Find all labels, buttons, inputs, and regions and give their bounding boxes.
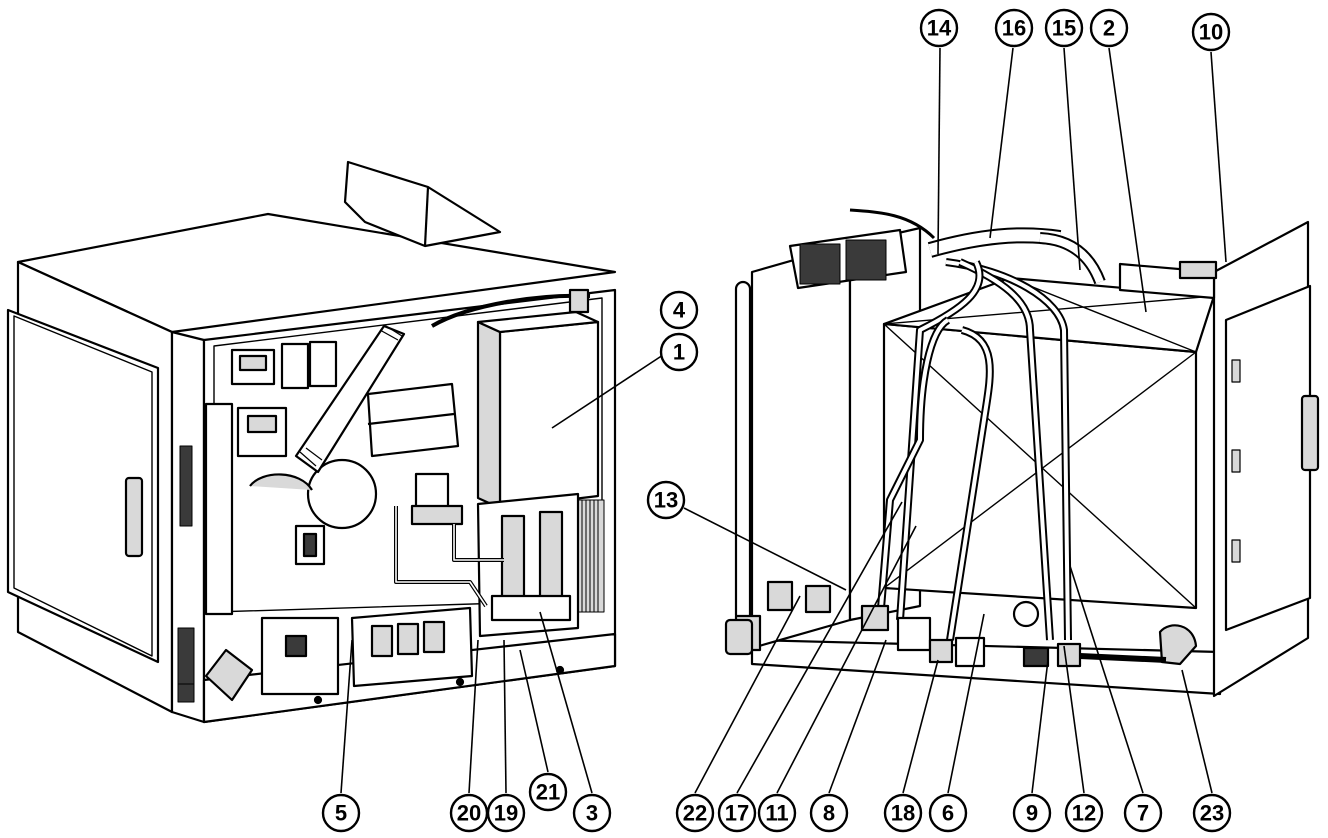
callout-23-label: 23 [1200,801,1224,826]
callout-9-label: 9 [1026,801,1038,826]
controller-module [366,382,460,458]
callout-22-label: 22 [683,801,707,826]
callout-16: 16 [994,8,1034,48]
drain-elbow [204,648,254,702]
coolant-tubes [876,258,1072,641]
callout-14: 14 [919,8,959,48]
callout-17-label: 17 [725,801,749,826]
callout-14-label: 14 [927,16,952,41]
blower-fan [306,458,378,530]
callout-8-label: 8 [823,801,835,826]
callout-10: 10 [1191,12,1231,52]
callout-7: 7 [1123,793,1163,833]
callout-5: 5 [321,793,361,833]
callout-21: 21 [528,772,568,812]
callout-11: 11 [757,793,797,833]
callout-18-label: 18 [891,801,915,826]
callout-22: 22 [675,793,715,833]
callout-3: 3 [572,793,612,833]
callout-19-label: 19 [494,801,518,826]
callout-7-label: 7 [1137,801,1149,826]
callout-4: 4 [659,290,699,330]
callout-20-label: 20 [457,801,481,826]
right-base-rail [750,638,1222,696]
bottom-fittings [724,580,1198,668]
callout-15: 15 [1044,8,1084,48]
left-vertical-pipe [734,280,752,624]
callout-16-label: 16 [1002,16,1026,41]
right-door-panel [1224,284,1312,632]
left-door-panel [6,308,160,664]
callout-21-label: 21 [536,780,560,805]
electrical-box [498,320,600,510]
relay-bank [230,340,338,390]
air-duct [294,324,406,474]
right-left-panel [750,242,852,650]
callout-20: 20 [449,793,489,833]
callout-1-label: 1 [673,340,685,365]
callout-6-label: 6 [942,801,954,826]
left-door-handle [124,476,144,558]
right-door-handle [1300,394,1320,472]
callout-6: 6 [928,793,968,833]
callout-11-label: 11 [765,801,788,826]
callout-13: 13 [646,480,686,520]
callout-18: 18 [883,793,923,833]
callout-8: 8 [809,793,849,833]
callout-13-label: 13 [654,488,678,513]
callout-labels: 14 16 15 2 10 4 1 13 [321,8,1232,833]
callout-1: 1 [659,332,699,372]
callout-17: 17 [717,793,757,833]
callout-19: 19 [486,793,526,833]
callout-2-label: 2 [1103,16,1115,41]
callout-12: 12 [1064,793,1104,833]
callout-23: 23 [1192,793,1232,833]
left-unit-cabinet [6,160,617,724]
right-unit-frame [724,208,1320,698]
callout-10-label: 10 [1199,20,1223,45]
callout-12-label: 12 [1072,801,1096,826]
heat-sink [577,499,605,613]
callout-5-label: 5 [335,801,347,826]
callout-2: 2 [1089,8,1129,48]
callout-3-label: 3 [586,801,598,826]
callout-15-label: 15 [1052,16,1076,41]
callout-4-label: 4 [673,298,686,323]
callout-9: 9 [1012,793,1052,833]
leader-lines [340,47,1227,794]
